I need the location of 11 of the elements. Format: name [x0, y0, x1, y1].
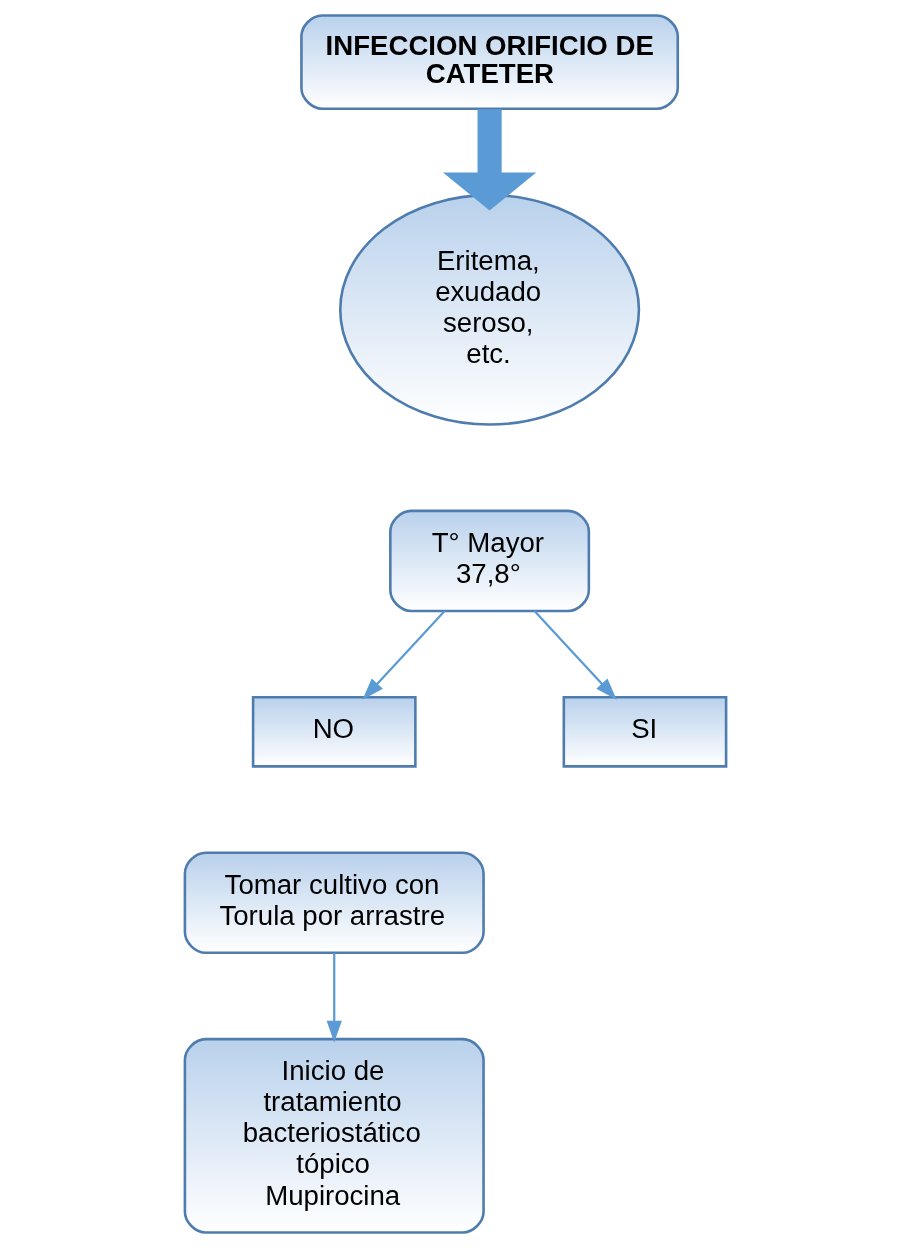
node-ellipse: Eritema, exudado seroso, etc.	[338, 193, 641, 426]
arrow	[533, 610, 617, 700]
arrow	[443, 109, 537, 211]
node-box: NO	[251, 696, 417, 768]
node-box: Tomar cultivo con Torula por arrastre	[183, 851, 485, 955]
node-box: SI	[562, 696, 728, 768]
arrow	[362, 610, 446, 700]
arrow	[326, 953, 342, 1043]
node-box: INFECCION ORIFICIO DE CATETER	[300, 14, 680, 111]
node-box: Inicio de tratamiento bacteriostático tópico Mupirocina	[183, 1037, 485, 1234]
node-box: T° Mayor 37,8°	[389, 509, 591, 613]
